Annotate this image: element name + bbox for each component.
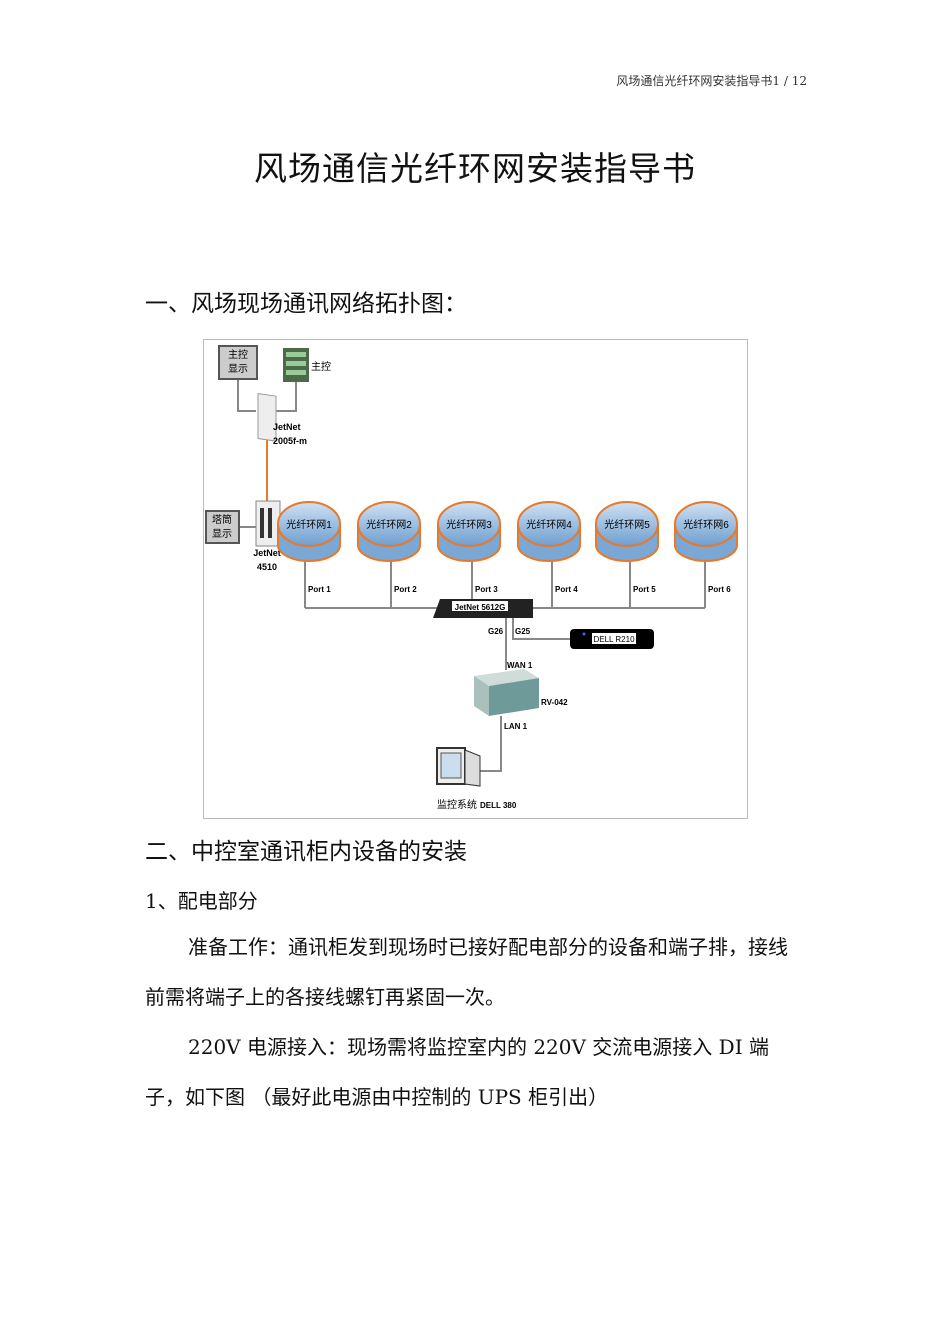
port-label: Port 4 (555, 585, 578, 594)
ring-label: 光纤环网3 (446, 518, 492, 531)
port-label: Port 2 (394, 585, 417, 594)
paragraph-preparation: 准备工作：通讯柜发到现场时已接好配电部分的设备和端子排，接线前需将端子上的各接线… (145, 922, 807, 1022)
header-doc-name: 风场通信光纤环网安装指导书 (616, 74, 773, 88)
monitor-model: DELL 380 (480, 801, 517, 810)
rv042-router-icon (474, 669, 539, 716)
monitor-icon (436, 747, 481, 787)
subsection-heading-power: 1、配电部分 (145, 889, 258, 913)
svg-text:塔筒: 塔筒 (212, 513, 232, 526)
ring-label: 光纤环网5 (604, 518, 650, 531)
ring-label: 光纤环网1 (286, 518, 332, 531)
header-page-number: 1 / 12 (772, 74, 807, 88)
tower-display-box: 塔筒 显示 (205, 510, 240, 544)
svg-text:显示: 显示 (212, 528, 232, 540)
jetnet-2005-switch-icon (257, 393, 277, 442)
lan-label: LAN 1 (504, 722, 528, 731)
paragraph-power-input: 220V 电源接入：现场需将监控室内的 220V 交流电源接入 DI 端子，如下… (145, 1022, 807, 1122)
main-control-label: 主控 (311, 360, 331, 373)
core-switch-icon: JetNet 5612G (433, 599, 533, 618)
jetnet-4510-switch-icon (255, 500, 281, 547)
network-topology-diagram: 主控 显示 主控 JetNet 2005f-m 塔筒 显示 JetNet 451… (203, 339, 748, 819)
port-label: Port 6 (708, 585, 731, 594)
wan-label: WAN 1 (507, 661, 533, 670)
g26-label: G26 (488, 627, 504, 636)
ring-label: 光纤环网2 (366, 518, 412, 531)
section-heading-topology: 一、风场现场通讯网络拓扑图： (145, 291, 467, 317)
g25-label: G25 (515, 627, 531, 636)
switch-top-model: 2005f-m (273, 436, 307, 446)
svg-text:DELL R210: DELL R210 (593, 635, 635, 644)
svg-text:显示: 显示 (228, 363, 248, 375)
paragraph-text: 220V 电源接入：现场需将监控室内的 220V 交流电源接入 DI 端子，如下… (145, 1035, 769, 1109)
port-label: Port 3 (475, 585, 498, 594)
svg-text:JetNet 5612G: JetNet 5612G (455, 603, 506, 612)
main-display-box: 主控 显示 (218, 345, 258, 380)
section-heading-installation: 二、中控室通讯柜内设备的安装 (145, 839, 467, 865)
document-title: 风场通信光纤环网安装指导书 (254, 149, 696, 188)
monitor-label: 监控系统 (437, 798, 477, 811)
router-label: RV-042 (541, 698, 568, 707)
page-header: 风场通信光纤环网安装指导书1 / 12 (616, 72, 807, 89)
switch-tower-model: 4510 (257, 562, 277, 572)
port-label: Port 1 (308, 585, 331, 594)
paragraph-text: 准备工作：通讯柜发到现场时已接好配电部分的设备和端子排，接线前需将端子上的各接线… (145, 935, 788, 1009)
port-label: Port 5 (633, 585, 656, 594)
dell-r210-server: DELL R210 (570, 629, 654, 649)
switch-top-label: JetNet (273, 422, 301, 432)
ring-label: 光纤环网4 (526, 518, 572, 531)
main-control-rack-icon (283, 348, 309, 382)
svg-text:主控: 主控 (228, 348, 248, 361)
switch-tower-label: JetNet (253, 548, 281, 558)
ring-label: 光纤环网6 (683, 518, 729, 531)
